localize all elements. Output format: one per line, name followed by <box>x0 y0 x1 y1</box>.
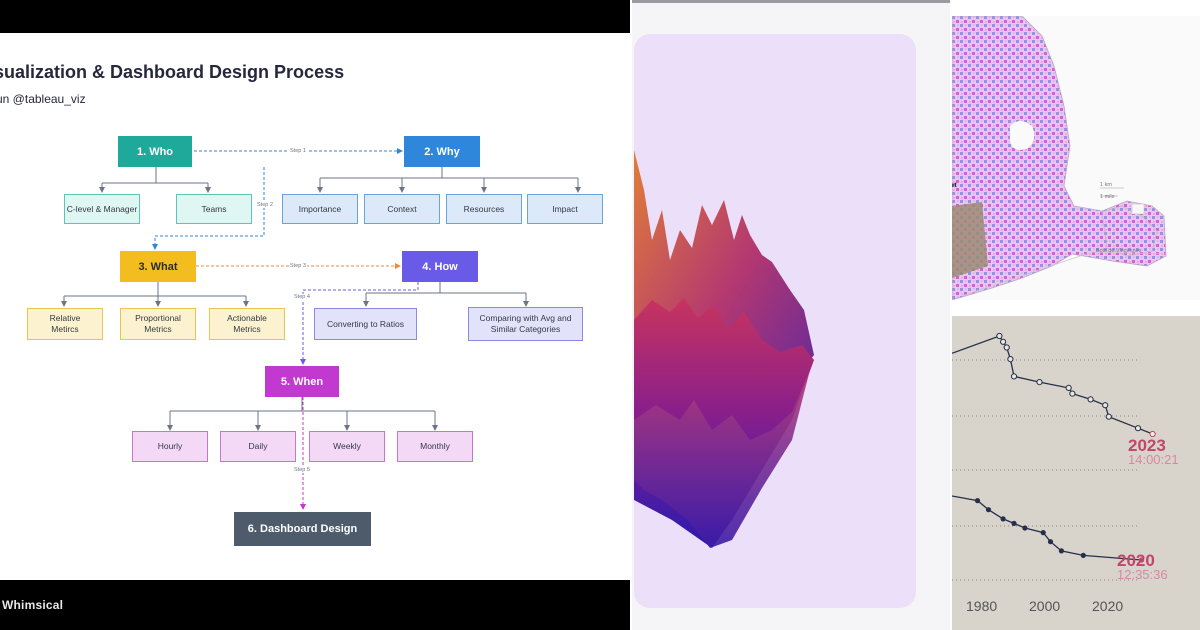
series-1-line <box>952 335 1153 435</box>
series-2-point <box>1047 539 1054 545</box>
series-2-point <box>974 498 981 504</box>
series-2-point <box>1139 557 1145 563</box>
map-panel: rt 1 km 1 mile Bois de Vincennes <box>952 16 1200 300</box>
series-2-point <box>1080 552 1086 558</box>
series-1-point <box>1003 344 1010 351</box>
node-who: 1. Who <box>118 136 192 167</box>
x-tick-1980: 1980 <box>966 598 998 614</box>
map-scale-mile: 1 mile <box>1100 194 1115 200</box>
series-2-point <box>1022 525 1028 531</box>
leaf-teams: Teams <box>176 194 252 224</box>
series-2-point <box>1000 516 1006 522</box>
leaf-resources: Resources <box>446 194 522 224</box>
step-2-label: Step 2 <box>256 202 274 208</box>
series-1-point <box>1007 356 1014 363</box>
connector-lines <box>61 148 581 510</box>
node-what: 3. What <box>120 251 196 282</box>
series-1-point <box>1065 384 1072 392</box>
step-5-label: Step 5 <box>293 467 311 473</box>
x-tick-2000: 2000 <box>1029 598 1061 614</box>
series-1-point <box>996 332 1003 340</box>
series-1-point <box>1102 402 1109 409</box>
leaf-actionable-metrics: Actionable Metrics <box>209 308 285 340</box>
leaf-impact: Impact <box>527 194 603 224</box>
series-1-point <box>1149 430 1156 438</box>
node-why: 2. Why <box>404 136 480 167</box>
step-1-label: Step 1 <box>289 148 307 154</box>
timeline-chart-panel: 2023 14:00:21 2020 12:35:36 1980 2000 20… <box>952 316 1200 630</box>
series-1-time-label: 14:00:21 <box>1128 452 1179 467</box>
series-1-year-label: 2023 <box>1128 436 1166 455</box>
letterbox-bottom <box>0 580 630 630</box>
series-2-point <box>1011 520 1017 526</box>
timeline-series <box>952 332 1156 563</box>
leaf-monthly: Monthly <box>397 431 473 462</box>
series-2-year-label: 2020 <box>1117 551 1155 570</box>
map-label-bois-de-vincennes: Bois de Vincennes <box>1096 248 1142 254</box>
flowchart-title: sualization & Dashboard Design Process <box>0 62 345 82</box>
whimsical-logo: Whimsical <box>2 598 64 612</box>
series-1-point <box>1069 390 1076 397</box>
leaf-hourly: Hourly <box>132 431 208 462</box>
series-1-point <box>1000 338 1007 345</box>
flowchart-panel: sualization & Dashboard Design Process u… <box>0 0 630 630</box>
series-2-time-label: 12:35:36 <box>1117 567 1168 582</box>
series-1-point <box>1134 425 1142 432</box>
series-2-point <box>1040 530 1046 536</box>
step-3-label: Step 3 <box>289 263 307 269</box>
leaf-context: Context <box>364 194 440 224</box>
series-1-point <box>1010 373 1018 380</box>
surface-panel <box>632 0 950 630</box>
series-1-point <box>1036 379 1043 386</box>
x-tick-2020: 2020 <box>1092 598 1124 614</box>
node-when: 5. When <box>265 366 339 397</box>
map-scale-km: 1 km <box>1100 182 1112 188</box>
letterbox-top <box>0 0 630 33</box>
leaf-c-level-manager: C-level & Manager <box>64 194 140 224</box>
surface-plot-graphic <box>634 150 814 548</box>
series-2-line <box>952 495 1142 561</box>
series-1-point <box>1087 396 1094 403</box>
timeline-chart <box>952 332 1156 581</box>
series-1-point <box>1105 413 1112 420</box>
leaf-weekly: Weekly <box>309 431 385 462</box>
series-2-point <box>985 507 992 513</box>
map-label-rt: rt <box>952 182 957 189</box>
node-how: 4. How <box>402 251 478 282</box>
leaf-importance: Importance <box>282 194 358 224</box>
step-4-label: Step 4 <box>293 294 311 300</box>
node-dashboard-design: 6. Dashboard Design <box>234 512 371 546</box>
flowchart-author: un @tableau_viz <box>0 92 86 106</box>
timeline-gridlines <box>952 359 1140 581</box>
leaf-comparing-avg: Comparing with Avg and Similar Categorie… <box>468 307 583 341</box>
leaf-proportional-metrics: Proportional Metrics <box>120 308 196 340</box>
panel-top-border <box>632 0 950 3</box>
leaf-daily: Daily <box>220 431 296 462</box>
leaf-relative-metrics: Relative Metircs <box>27 308 103 340</box>
series-2-point <box>1058 548 1064 554</box>
city-map-graphic <box>952 16 1167 300</box>
leaf-converting-ratios: Converting to Ratios <box>314 308 417 340</box>
